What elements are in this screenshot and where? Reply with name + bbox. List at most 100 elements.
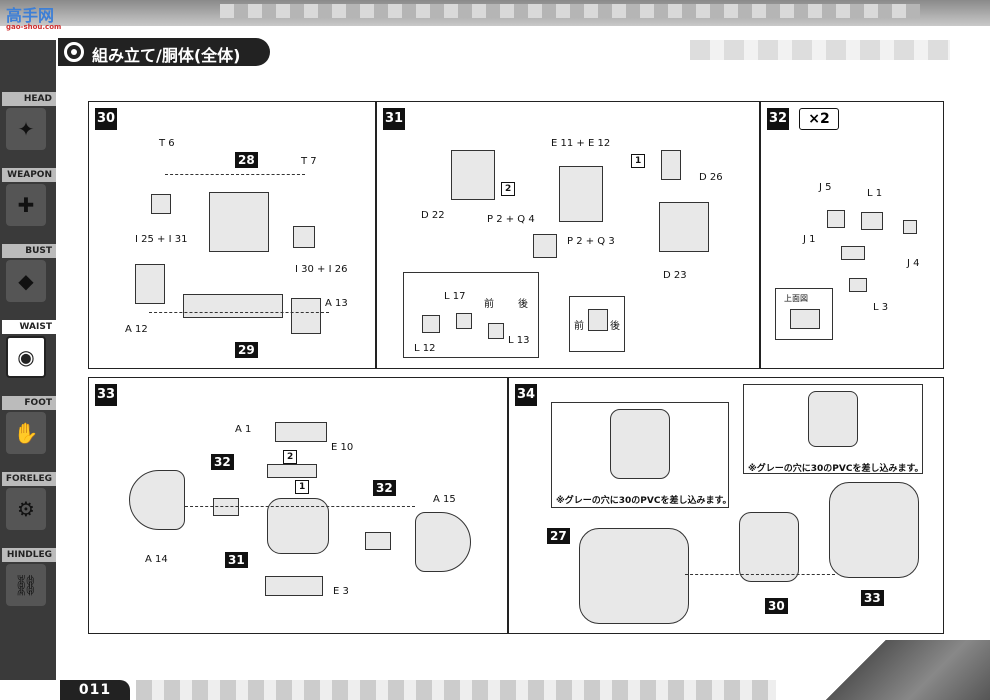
leg-part (135, 264, 165, 304)
joint-part (808, 391, 858, 447)
sub-assembly-number: 31 (225, 552, 248, 568)
part-label: D 26 (699, 172, 723, 183)
step-number: 33 (95, 384, 118, 406)
order-number: 1 (631, 154, 646, 168)
part-label: A 15 (433, 494, 456, 505)
sub-assembly-number: 28 (235, 152, 258, 168)
sidebar-item-head[interactable]: HEAD ✦ (2, 92, 56, 156)
assembly-guide-line (165, 174, 305, 175)
foot-icon: ✋ (6, 412, 46, 454)
part-label: P 2 + Q 3 (567, 236, 615, 247)
step-number: 31 (383, 108, 406, 130)
sidebar-item-label: BUST (2, 244, 56, 258)
torso-part (610, 409, 670, 479)
detail-inset-left: ※グレーの穴に30のPVCを差し込みます。 (551, 402, 732, 508)
top-plate-part (275, 422, 327, 442)
bottom-plate-part (265, 576, 323, 596)
front-label: 前 (484, 299, 494, 310)
assembly-guide-line (149, 312, 329, 313)
step-33-panel: 33 A 1 E 10 A 15 A 14 E 3 32 32 31 2 1 (88, 377, 508, 634)
right-armor-part (415, 512, 471, 572)
sidebar-item-label: FORELEG (2, 472, 56, 486)
part-label: P 2 + Q 4 (487, 214, 535, 225)
sub-assembly-number: 32 (373, 480, 396, 496)
order-number: 1 (295, 480, 310, 494)
sidebar-item-hindleg[interactable]: HINDLEG ⛓ (2, 548, 56, 612)
hindleg-icon: ⛓ (6, 564, 46, 606)
sidebar-item-label: FOOT (2, 396, 56, 410)
assembly-note: ※グレーの穴に30のPVCを差し込みます。 (748, 464, 924, 474)
small-part (841, 246, 865, 260)
small-part (661, 150, 681, 180)
sidebar-item-waist[interactable]: WAIST◉ (2, 320, 56, 384)
torso-part (209, 192, 269, 252)
part-label: T 6 (159, 138, 175, 149)
quantity-multiplier: ×2 (799, 108, 839, 130)
part-label: A 1 (235, 424, 252, 435)
weapon-icon: ✚ (6, 184, 46, 226)
sidebar-item-weapon[interactable]: WEAPON ✚ (2, 168, 56, 232)
top-view-label: 上面図 (784, 294, 808, 303)
small-part (151, 194, 171, 214)
part-label: A 13 (325, 298, 348, 309)
bottom-frame (56, 640, 990, 700)
small-part (456, 313, 472, 329)
back-label: 後 (518, 299, 528, 310)
sub-assembly-number: 32 (211, 454, 234, 470)
small-part (422, 315, 440, 333)
joint-part (365, 532, 391, 550)
small-part (849, 278, 867, 292)
small-part (293, 226, 315, 248)
sidebar-item-label: HINDLEG (2, 548, 56, 562)
shoulder-part (659, 202, 709, 252)
left-armor-part (129, 470, 185, 530)
joint-part (533, 234, 557, 258)
part-label: L 12 (414, 343, 436, 354)
sub-assembly-number: 27 (547, 528, 570, 544)
sidebar-item-label: WEAPON (2, 168, 56, 182)
sidebar-item-foreleg[interactable]: FORELEG⚙ (2, 472, 56, 536)
part-label: A 14 (145, 554, 168, 565)
waist-core-part (267, 498, 329, 554)
part-label: T 7 (301, 156, 317, 167)
small-part (861, 212, 883, 230)
part-label: E 10 (331, 442, 354, 453)
waist-joint-part (739, 512, 799, 582)
sidebar-item-label: HEAD (2, 92, 56, 106)
watermark-url: gao-shou.com (6, 23, 62, 31)
leg-part (291, 298, 321, 334)
assembly-guide-line (185, 506, 415, 507)
body-plate-part (559, 166, 603, 222)
sub-assembly-number: 30 (765, 598, 788, 614)
small-part (827, 210, 845, 228)
head-icon: ✦ (6, 108, 46, 150)
part-label: L 3 (873, 302, 889, 313)
part-label: E 11 + E 12 (551, 138, 611, 149)
step-34-panel: 34 ※グレーの穴に30のPVCを差し込みます。 ※グレーの穴に30のPVCを差… (508, 377, 944, 634)
top-view-inset: 上面図 (775, 288, 833, 340)
step-number: 32 (767, 108, 790, 130)
sidebar-item-foot[interactable]: FOOT ✋ (2, 396, 56, 460)
part-label: J 5 (819, 182, 832, 193)
part-label: D 22 (421, 210, 445, 221)
step-32-panel: 32 ×2 J 5 L 1 J 1 J 4 L 3 上面図 (760, 101, 944, 369)
part-label: I 25 + I 31 (135, 234, 188, 245)
order-number: 2 (283, 450, 298, 464)
bust-icon: ◆ (6, 260, 46, 302)
detail-inset-right: ※グレーの穴に30のPVCを差し込みます。 (743, 384, 924, 474)
small-part (488, 323, 504, 339)
gear-icon (64, 42, 84, 62)
frame-part (183, 294, 283, 318)
back-label: 後 (610, 321, 620, 332)
joint-part (213, 498, 239, 516)
orientation-inset: 前 後 (569, 296, 625, 352)
part-label: I 30 + I 26 (295, 264, 348, 275)
small-part (903, 220, 917, 234)
part-label: J 4 (907, 258, 920, 269)
page-number: 011 (60, 680, 130, 700)
sidebar-item-bust[interactable]: BUST ◆ (2, 244, 56, 308)
sidebar-item-label: WAIST (2, 320, 56, 334)
watermark-text: 高手网 (6, 6, 55, 25)
